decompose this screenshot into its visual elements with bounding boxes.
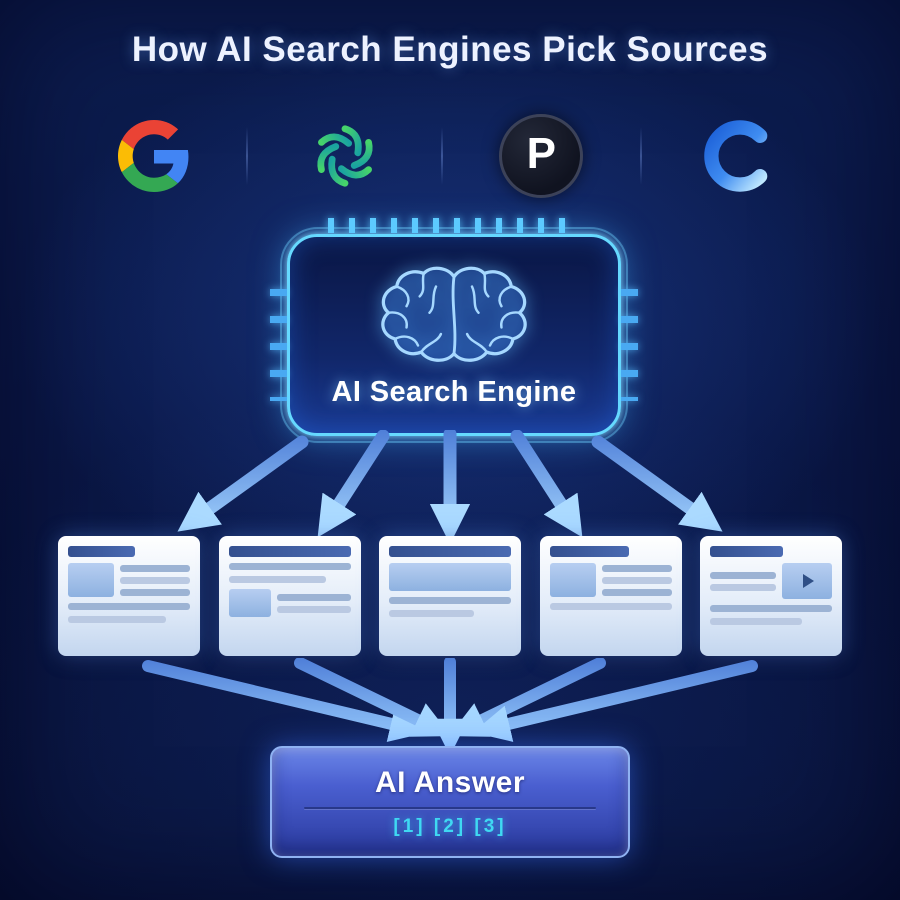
doc-text-line [276,593,351,601]
source-cards-row [58,536,842,656]
c-logo-icon [698,114,782,198]
perplexity-letter: P [526,129,556,178]
doc-text-line [228,563,351,570]
doc-thumbnail [228,589,271,617]
doc-text-line [601,564,672,572]
doc-header-bar [710,546,784,557]
chip-label: AI Search Engine [331,375,577,408]
page-title: How AI Search Engines Pick Sources [131,30,769,69]
source-card-4 [539,536,682,656]
doc-text-line [68,616,166,623]
doc-text-line [710,571,776,579]
chip-pins-top [328,218,580,233]
play-icon [803,574,814,588]
doc-text-line [228,576,327,583]
fanout-arrows [177,430,723,542]
citation-list: [1] [2] [3] [393,816,507,837]
doc-text-line [389,597,511,604]
doc-text-line [710,583,776,591]
chip-pins-left [270,289,287,401]
doc-text-line [389,610,475,617]
source-card-3 [379,536,521,656]
openai-swirl-icon [317,125,373,187]
doc-header-bar [389,546,511,557]
doc-header-bar [549,546,629,557]
source-card-2 [218,536,361,656]
logo-divider [440,127,443,185]
answer-label: AI Answer [374,766,526,799]
c-arc-icon [704,120,768,192]
ai-answer-box: AI Answer [1] [2] [3] [270,746,630,858]
doc-text-line [120,588,190,596]
doc-text-line [120,576,190,584]
doc-text-line [710,618,802,625]
openai-logo-icon [305,116,385,196]
video-thumbnail [782,563,832,599]
perplexity-logo-icon: P [499,114,584,198]
google-logo-icon [118,120,190,192]
doc-header-bar [68,546,136,557]
doc-text-line [601,588,672,596]
logo-row: P [118,106,782,206]
google-g-icon [118,120,189,192]
source-card-5 [700,536,842,656]
ai-search-engine-chip: AI Search Engine [270,218,638,443]
chip-pins-right [621,289,638,401]
doc-banner-image [389,563,511,591]
doc-header-bar [228,546,351,557]
doc-text-line [549,603,672,610]
brain-icon [381,266,527,362]
doc-thumbnail [68,563,114,597]
doc-text-line [710,605,832,612]
converge-arrows [142,658,758,750]
answer-divider [304,807,596,809]
source-card-1 [58,536,200,656]
logo-divider [639,127,642,185]
doc-thumbnail [549,563,596,597]
doc-text-line [68,603,190,610]
perplexity-circle: P [499,114,584,198]
doc-text-line [120,564,190,572]
doc-text-line [276,605,351,613]
logo-divider [246,127,249,185]
doc-text-line [601,576,672,584]
